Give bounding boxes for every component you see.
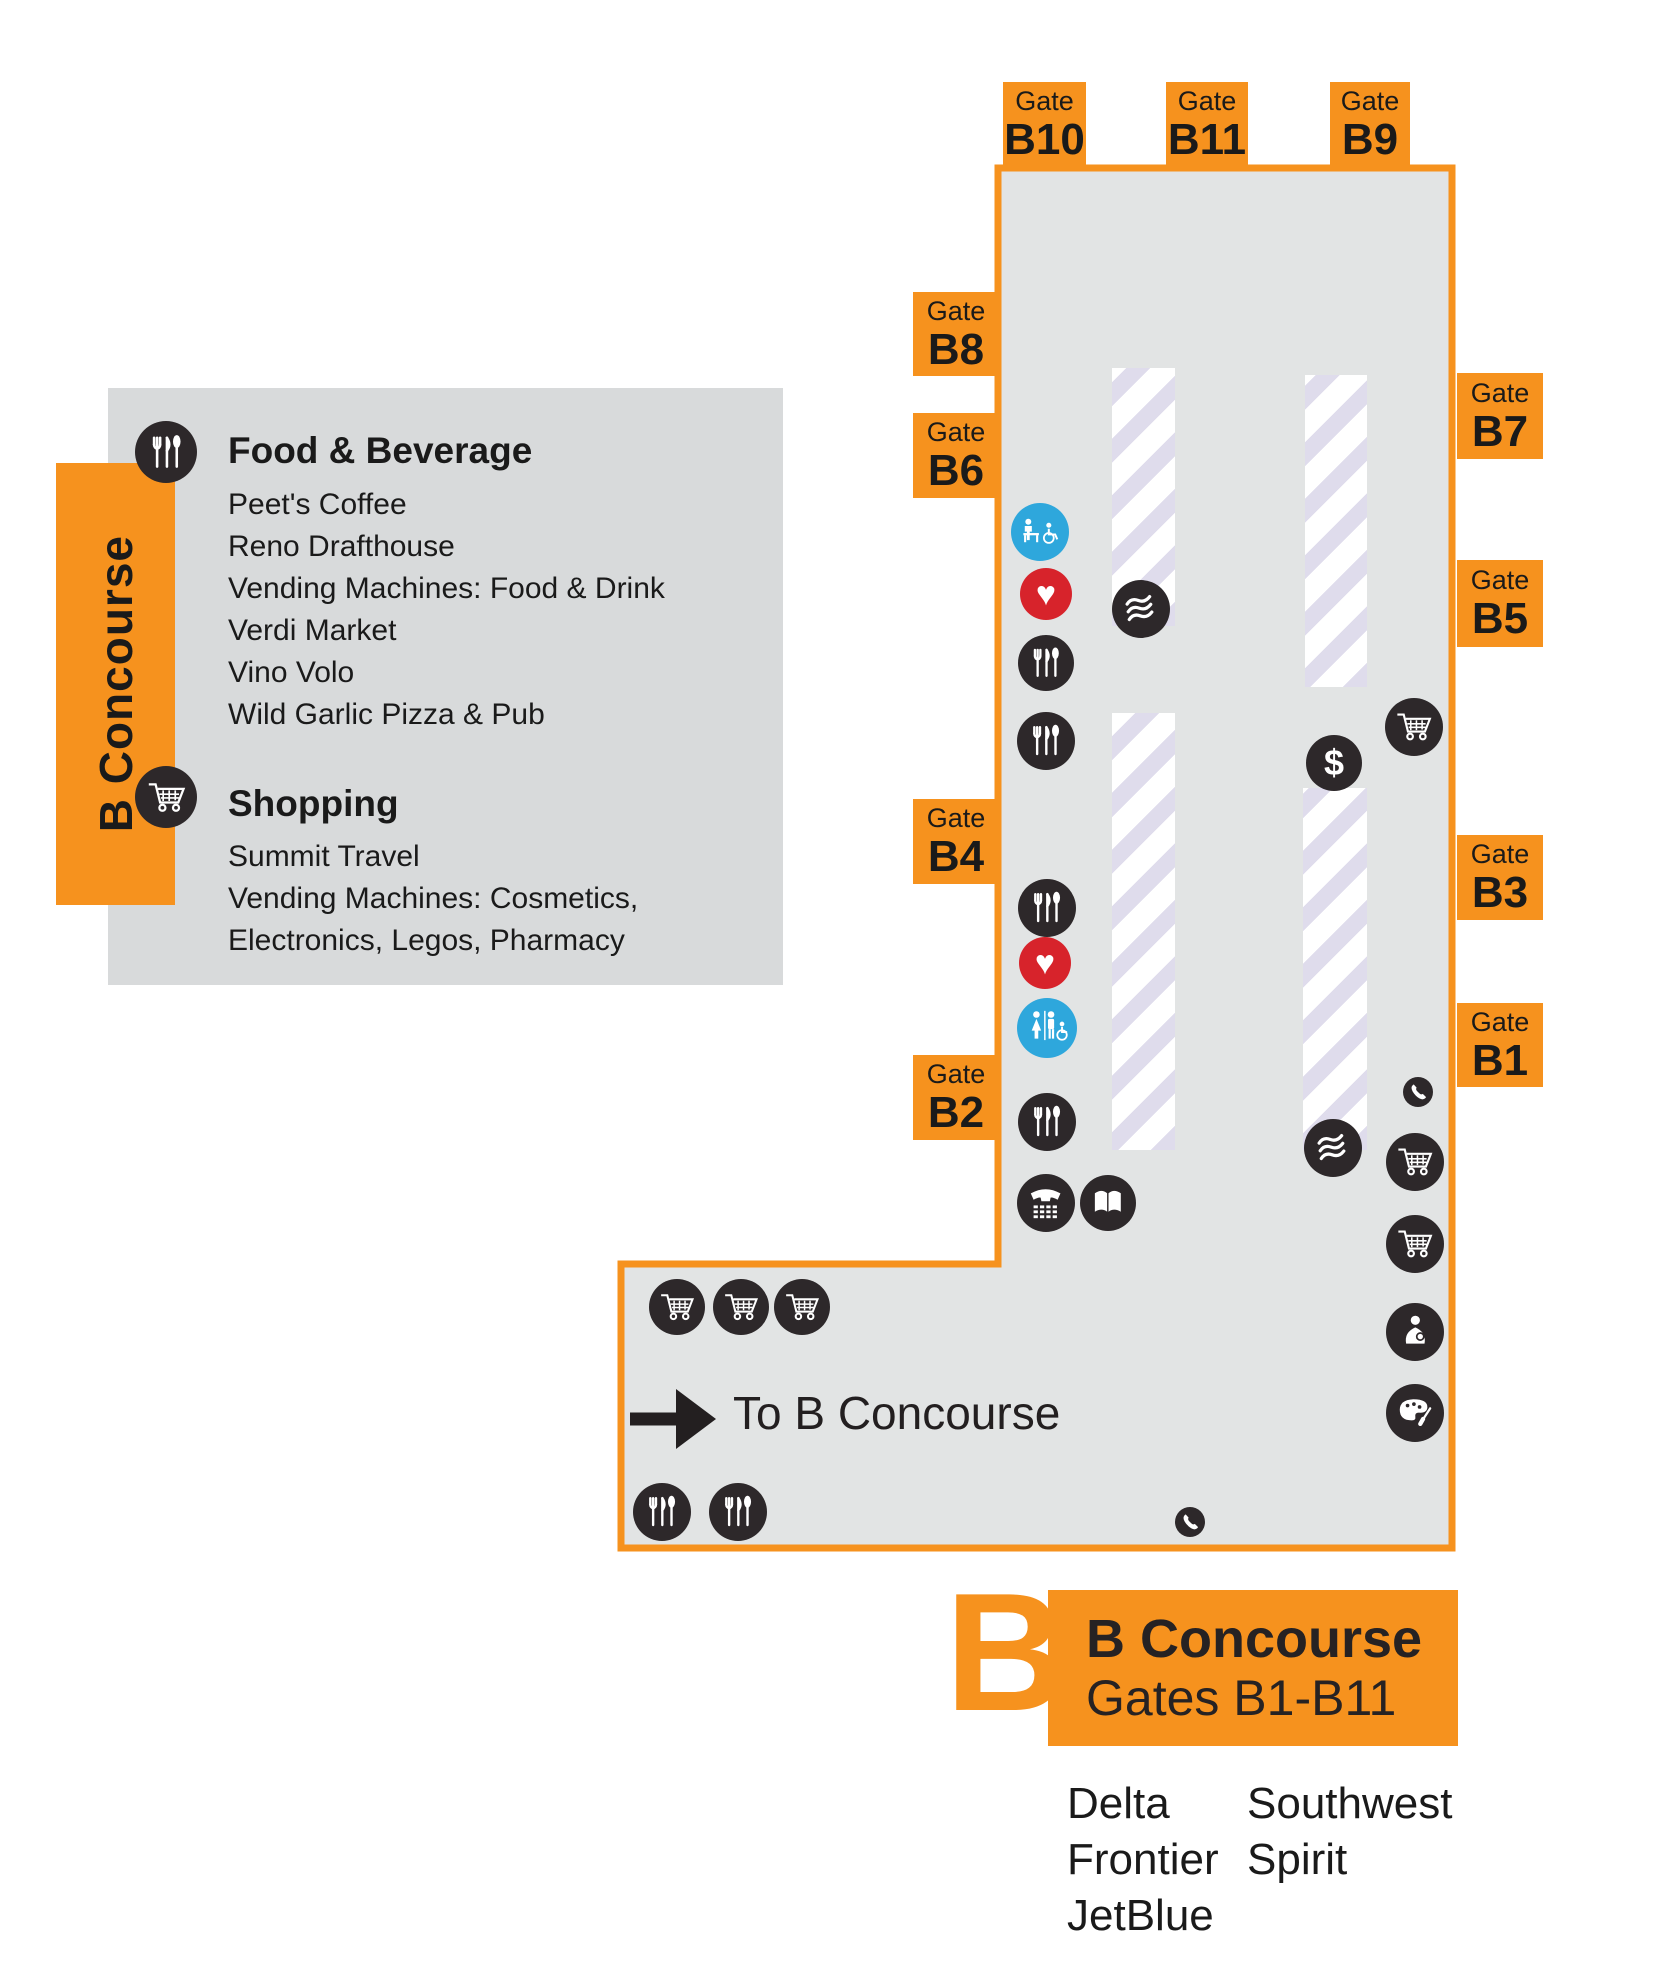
concourse-vertical-label: B Concourse <box>89 535 142 833</box>
gate-word: Gate <box>926 417 986 447</box>
list-item: Summit Travel <box>228 840 420 873</box>
shopping-icon <box>649 1279 705 1335</box>
gate-number: B3 <box>1471 868 1529 917</box>
shopping-icon <box>774 1279 830 1335</box>
walkway-hatch <box>1303 788 1367 1150</box>
list-item: Vending Machines: Cosmetics, <box>228 882 639 915</box>
gate-word: Gate <box>1470 839 1530 869</box>
tty-phone-icon <box>1017 1174 1075 1232</box>
gate-number: B2 <box>927 1088 985 1137</box>
list-item: Frontier <box>1067 1835 1219 1884</box>
legend-box <box>108 388 783 985</box>
aed-heart-icon: ♥ <box>1019 937 1071 989</box>
list-item: Southwest <box>1247 1779 1453 1828</box>
concourse-letter: B <box>945 1558 1067 1746</box>
gate-word: Gate <box>926 295 986 326</box>
book-exchange-icon <box>1080 1175 1136 1231</box>
concourse-gates-range: Gates B1-B11 <box>1086 1670 1397 1726</box>
aed-heart-icon: ♥ <box>1020 568 1072 620</box>
gate-word: Gate <box>1470 565 1530 595</box>
gate-word: Gate <box>926 803 986 833</box>
water-refill-icon <box>1112 580 1170 638</box>
atm-icon: $ <box>1306 735 1362 791</box>
shopping-icon <box>1386 1133 1444 1191</box>
direction-arrow-icon <box>626 1383 721 1455</box>
gate-word: Gate <box>1470 377 1530 408</box>
food-beverage-icon <box>135 421 197 483</box>
art-exhibit-icon <box>1386 1384 1444 1442</box>
food-beverage-heading: Food & Beverage <box>228 430 533 471</box>
water-refill-icon <box>1304 1119 1362 1177</box>
concourse-vertical-tab: B Concourse <box>56 463 175 905</box>
to-concourse-label: To B Concourse <box>733 1387 1061 1439</box>
concourse-title: B Concourse <box>1086 1609 1423 1669</box>
shopping-icon <box>1385 698 1443 756</box>
gate-word: Gate <box>1470 1006 1530 1037</box>
gate-word: Gate <box>1015 85 1074 116</box>
shopping-icon <box>1386 1215 1444 1273</box>
food-beverage-icon <box>1018 635 1074 691</box>
gate-number: B7 <box>1471 406 1529 456</box>
food-beverage-icon <box>633 1483 691 1541</box>
telephone-icon <box>1403 1077 1433 1107</box>
gate-word: Gate <box>926 1059 986 1089</box>
gate-number: B5 <box>1471 594 1529 643</box>
gate-number: B11 <box>1167 114 1247 164</box>
concourse-title-box: B Concourse Gates B1-B11 <box>1048 1590 1458 1746</box>
gate-word: Gate <box>1340 85 1400 116</box>
list-item: Spirit <box>1247 1835 1348 1884</box>
list-item: Peet's Coffee <box>228 488 407 521</box>
food-beverage-icon <box>709 1483 767 1541</box>
gate-number: B8 <box>927 324 985 374</box>
list-item: Verdi Market <box>228 614 397 647</box>
walkway-hatch <box>1112 713 1175 1150</box>
list-item: Vino Volo <box>228 656 355 689</box>
list-item: JetBlue <box>1067 1891 1214 1940</box>
gate-number: B4 <box>927 832 985 881</box>
gate-number: B1 <box>1471 1035 1529 1085</box>
food-beverage-icon <box>1018 1093 1076 1151</box>
telephone-icon <box>1175 1507 1205 1537</box>
food-beverage-icon <box>1017 712 1075 770</box>
walkway-hatch <box>1112 368 1175 626</box>
shopping-icon <box>713 1279 769 1335</box>
shopping-icon <box>135 766 197 828</box>
walkway-hatch <box>1305 375 1367 687</box>
gate-word: Gate <box>1177 85 1237 116</box>
nursing-room-icon <box>1386 1303 1444 1361</box>
list-item: Delta <box>1067 1779 1170 1828</box>
list-item: Electronics, Legos, Pharmacy <box>228 924 625 957</box>
shopping-heading: Shopping <box>228 783 399 824</box>
restroom-icon <box>1017 998 1077 1058</box>
gate-number: B10 <box>1004 114 1085 164</box>
gate-number: B9 <box>1341 114 1399 164</box>
food-beverage-icon <box>1018 879 1076 937</box>
list-item: Wild Garlic Pizza & Pub <box>228 698 545 731</box>
companion-care-restroom-icon <box>1011 503 1069 561</box>
list-item: Vending Machines: Food & Drink <box>228 572 665 605</box>
list-item: Reno Drafthouse <box>228 530 455 563</box>
gate-number: B6 <box>927 446 985 495</box>
